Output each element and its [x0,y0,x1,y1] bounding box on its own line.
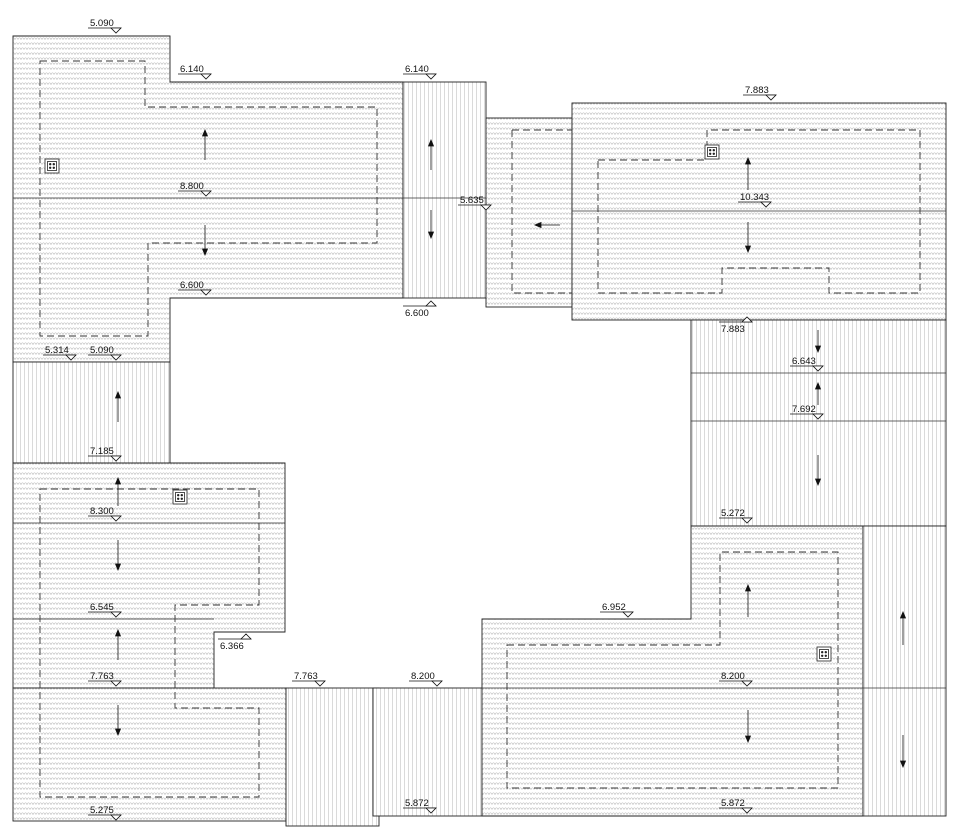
level-marker-icon: 7.763 [292,671,326,687]
level-label: 6.643 [792,356,816,367]
roof-plane-bottom-right [481,525,864,817]
slope-arrow-icon [114,628,122,660]
level-marker-icon: 8.200 [719,671,753,687]
level-label: 6.366 [220,641,244,652]
level-label: 8.200 [721,671,745,682]
level-marker-icon: 6.643 [790,356,824,372]
level-marker-icon: 6.140 [403,64,437,80]
level-marker-icon: 6.140 [178,64,212,80]
level-marker-icon: 5.872 [403,798,437,814]
level-marker-icon: 10.343 [738,192,772,208]
level-marker-icon: 5.314 [43,345,77,361]
slope-arrow-icon [114,390,122,422]
roof-plane-top-right [571,102,947,321]
roof-drain-icon [816,646,832,662]
level-marker-icon: 6.366 [218,633,252,652]
roof-drain-icon [44,158,60,174]
roof-plane-top-left [12,35,404,363]
level-label: 5.872 [721,798,745,809]
level-label: 5.275 [90,805,114,816]
level-marker-icon: 7.883 [743,85,777,101]
level-label: 5.090 [90,345,114,356]
roof-plane-right-strip [690,319,947,527]
slope-arrow-icon [114,540,122,572]
level-marker-icon: 6.545 [88,602,122,618]
slope-arrow-icon [201,128,209,160]
level-label: 7.883 [721,324,745,335]
slope-arrow-icon [744,583,752,617]
level-marker-icon: 5.090 [88,18,122,34]
level-label: 7.763 [294,671,318,682]
level-marker-icon: 5.272 [719,508,753,524]
level-label: 7.763 [90,671,114,682]
roof-plane-left-strip [12,361,171,464]
slope-arrow-icon [899,610,907,645]
level-marker-icon: 7.763 [88,671,122,687]
level-label: 5.272 [721,508,745,519]
level-label: 7.883 [745,85,769,96]
slope-arrow-icon [744,156,752,190]
roof-drains [44,144,832,662]
slope-arrow-icon [814,381,822,405]
level-marker-icon: 5.635 [458,195,492,211]
level-markers: 5.090 6.140 6.140 8.800 6.600 6.600 5.635 7.883… [43,18,824,821]
roof-drain-icon [704,144,720,160]
slope-arrows [114,128,907,769]
roof-plane-far-right-strip [862,525,947,817]
roof-plane-bottom-strip-2 [372,687,483,817]
slope-arrow-icon [814,455,822,487]
level-label: 8.200 [411,671,435,682]
level-label: 5.635 [460,195,484,206]
level-label: 5.314 [45,345,69,356]
level-label: 8.300 [90,506,114,517]
level-label: 6.545 [90,602,114,613]
level-label: 5.872 [405,798,429,809]
slope-arrow-icon [114,705,122,737]
level-marker-icon: 7.185 [88,446,122,462]
level-label: 6.140 [180,64,204,75]
level-marker-icon: 8.200 [409,671,443,687]
roof-plane-bottom-left [12,687,287,822]
slope-arrow-icon [899,735,907,769]
level-marker-icon: 7.883 [719,316,753,335]
level-marker-icon: 7.692 [790,404,824,420]
level-label: 8.800 [180,181,204,192]
slope-arrow-icon [114,476,122,506]
ridge-lines [13,197,946,816]
slope-arrow-icon [201,225,209,257]
level-marker-icon: 6.600 [178,280,212,296]
roof-plane-top-connector [485,117,573,308]
slope-arrow-icon [744,222,752,254]
level-marker-icon: 6.600 [403,300,437,319]
level-marker-icon: 6.952 [600,602,634,618]
level-label: 5.090 [90,18,114,29]
level-marker-icon: 8.300 [88,506,122,522]
level-label: 6.952 [602,602,626,613]
roof-planes [12,35,947,827]
level-label: 6.600 [405,308,429,319]
slope-arrow-icon [744,710,752,744]
roof-plane-bottom-strip-1 [285,687,380,827]
level-marker-icon: 5.872 [719,798,753,814]
level-marker-icon: 5.275 [88,805,122,821]
level-label: 6.140 [405,64,429,75]
roof-plane-top-center [402,81,487,299]
slope-arrow-icon [427,138,435,170]
level-label: 10.343 [740,192,769,203]
slope-arrow-icon [427,210,435,240]
roof-plane-left-middle [12,462,286,689]
level-label: 7.185 [90,446,114,457]
roof-drain-icon [172,489,188,505]
level-marker-icon: 5.090 [88,345,122,361]
dashed-wall-outlines [39,60,921,798]
slope-arrow-icon [533,221,560,229]
level-label: 6.600 [180,280,204,291]
level-label: 7.692 [792,404,816,415]
slope-arrow-icon [814,330,822,354]
level-marker-icon: 8.800 [178,181,212,197]
